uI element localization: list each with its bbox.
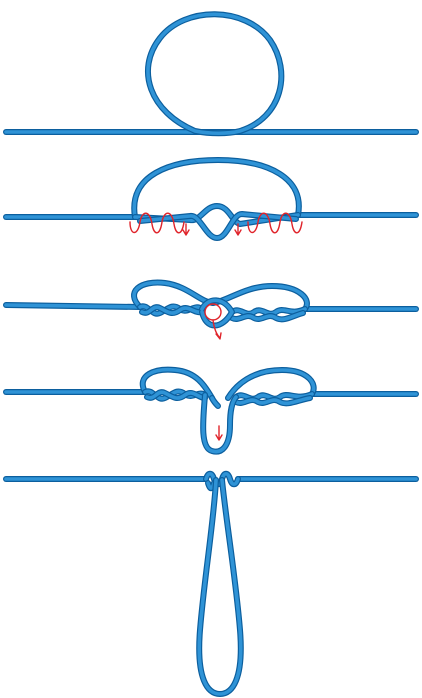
step-4-draw-loop-down [6, 370, 416, 452]
step-2-twist-loop-sides [6, 160, 416, 238]
step-3-pull-center-through [6, 283, 416, 339]
step-1-form-loop [6, 14, 416, 133]
step-5-finished-dropper-loop [6, 474, 416, 694]
